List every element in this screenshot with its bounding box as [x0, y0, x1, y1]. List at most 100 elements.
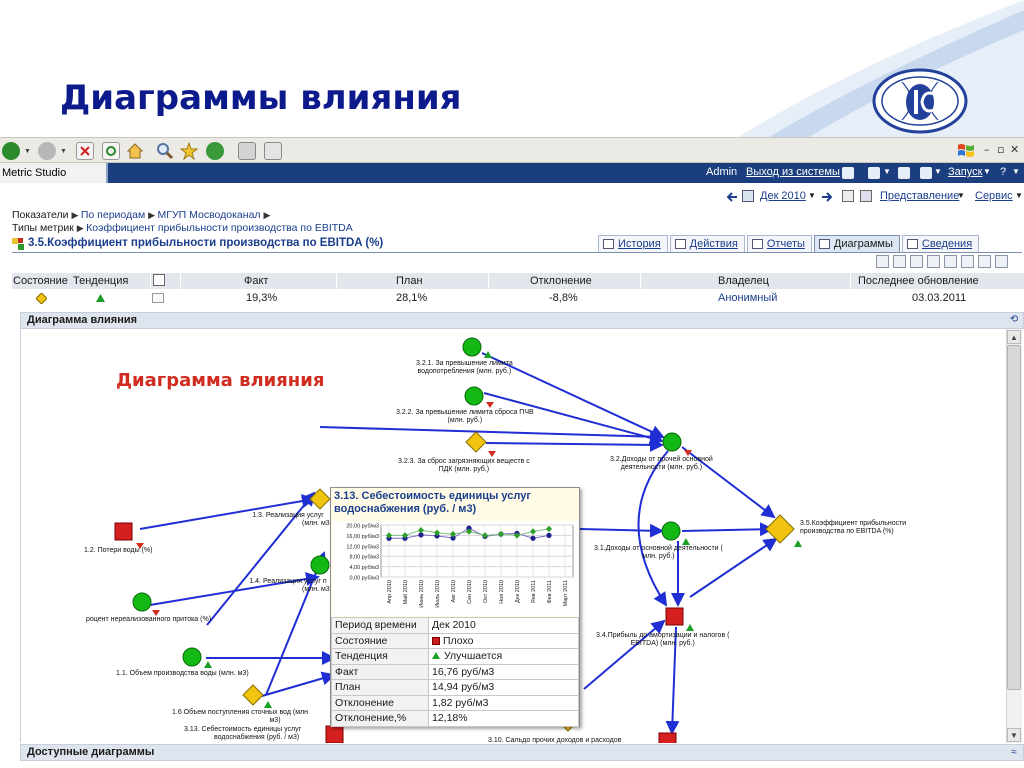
prev-period-icon[interactable] — [726, 190, 739, 202]
export-icon[interactable] — [860, 190, 872, 202]
label-line: 3.13. Себестоимость единицы услуг — [184, 726, 302, 733]
column-header-updated[interactable]: Последнее обновление — [858, 275, 979, 287]
logout-link[interactable]: Выход из системы — [746, 166, 840, 178]
close-icon[interactable]: ✕ — [1010, 143, 1020, 156]
node-good-icon[interactable] — [182, 647, 202, 667]
scroll-up-icon[interactable]: ▲ — [1007, 330, 1021, 344]
tab-details[interactable]: Сведения — [901, 235, 980, 252]
print-icon[interactable] — [238, 142, 256, 160]
home-nav-icon[interactable] — [868, 167, 880, 179]
settings-icon[interactable] — [995, 255, 1008, 268]
column-header-fact[interactable]: Факт — [244, 275, 269, 287]
collapse-icon[interactable]: ⟲ — [1009, 314, 1019, 325]
view-dropdown-icon[interactable]: ▼ — [957, 191, 965, 200]
favorites-icon[interactable] — [179, 141, 199, 161]
forward-icon[interactable] — [38, 142, 56, 160]
row-value: 14,94 руб/м3 — [428, 679, 579, 696]
stop-icon[interactable] — [76, 142, 94, 160]
breadcrumb-separator-icon: ▶ — [71, 210, 81, 220]
next-period-icon[interactable] — [820, 190, 833, 202]
info-dropdown-icon[interactable]: ▼ — [934, 167, 942, 176]
restore-icon[interactable]: ▫ — [997, 143, 1005, 156]
back-dropdown-icon[interactable]: ▼ — [24, 148, 31, 155]
table-row: Отклонение,%12,18% — [331, 710, 579, 727]
edit-icon[interactable] — [876, 255, 889, 268]
column-header-deviation[interactable]: Отклонение — [530, 275, 592, 287]
column-header-owner[interactable]: Владелец — [718, 275, 769, 287]
period-selector[interactable]: Дек 2010 — [760, 190, 806, 202]
available-diagrams-header[interactable]: Доступные диаграммы — [20, 744, 1024, 761]
view-menu[interactable]: Представление — [880, 190, 960, 202]
launch-menu[interactable]: Запуск — [948, 166, 983, 178]
service-dropdown-icon[interactable]: ▼ — [1015, 191, 1023, 200]
minimize-icon[interactable]: – — [984, 143, 990, 156]
scrollbar-thumb[interactable] — [1007, 345, 1021, 690]
label-line: 3.1.Доходы от основной деятельности ( — [594, 545, 723, 552]
node-warning-icon[interactable] — [309, 488, 331, 510]
tab-reports[interactable]: Отчеты — [746, 235, 812, 252]
column-header-trend[interactable]: Тенденция — [73, 275, 129, 287]
tab-diagrams[interactable]: Диаграммы — [813, 235, 900, 252]
node-good-icon[interactable] — [661, 521, 681, 541]
delete-icon[interactable] — [978, 255, 991, 268]
help-dropdown-icon[interactable]: ▼ — [1012, 167, 1020, 176]
node-warning-icon[interactable] — [465, 431, 487, 453]
calendar-icon[interactable] — [742, 190, 754, 202]
edge — [485, 437, 664, 452]
owner-link[interactable]: Анонимный — [718, 292, 778, 304]
print-page-icon[interactable] — [842, 190, 854, 202]
node-warning-icon[interactable] — [765, 514, 795, 544]
label-line: 3.2.2. За превышение лимита сброса ПЧВ — [396, 409, 534, 416]
node-bad-icon[interactable] — [665, 607, 684, 626]
info-icon[interactable] — [920, 167, 932, 179]
node-good-icon[interactable] — [462, 337, 482, 357]
list-view-icon[interactable] — [893, 255, 906, 268]
refresh-icon[interactable] — [102, 142, 120, 160]
breadcrumb-item[interactable]: По периодам — [80, 209, 146, 221]
node-good-icon[interactable] — [310, 555, 330, 575]
breadcrumb-item[interactable]: МГУП Мосводоканал — [157, 209, 261, 221]
tab-actions[interactable]: Действия — [669, 235, 745, 252]
trend-up-icon — [432, 652, 440, 660]
tab-history[interactable]: История — [598, 235, 668, 252]
back-icon[interactable] — [2, 142, 20, 160]
node-good-icon[interactable] — [132, 592, 152, 612]
app-header: Metric Studio Admin Выход из системы ▼ ▼… — [0, 163, 1024, 183]
move-icon[interactable] — [961, 255, 974, 268]
label-line: (млн. м3) — [302, 586, 333, 593]
breadcrumb-label: Показатели — [12, 209, 69, 221]
refresh-page-icon[interactable] — [842, 167, 854, 179]
column-header-status[interactable]: Состояние — [13, 275, 68, 287]
comment-icon[interactable] — [152, 293, 164, 303]
home-dropdown-icon[interactable]: ▼ — [883, 167, 891, 176]
edge — [265, 551, 326, 696]
node-good-icon[interactable] — [662, 432, 682, 452]
row-key: Отклонение — [331, 694, 429, 711]
node-warning-icon[interactable] — [242, 684, 264, 706]
scroll-down-icon[interactable]: ▼ — [1007, 728, 1021, 742]
back-nav-icon[interactable] — [898, 167, 910, 179]
history-icon[interactable] — [206, 142, 224, 160]
history-tab-icon — [603, 239, 614, 249]
edit-icon[interactable] — [264, 142, 282, 160]
period-dropdown-icon[interactable]: ▼ — [808, 191, 816, 200]
home-icon[interactable] — [126, 142, 144, 160]
breadcrumb-item[interactable]: Коэффициент прибыльности производства по… — [86, 222, 353, 234]
node-bad-icon[interactable] — [114, 522, 133, 541]
help-button[interactable]: ? — [1000, 166, 1007, 178]
node-bad-icon[interactable] — [325, 725, 344, 743]
launch-dropdown-icon[interactable]: ▼ — [983, 167, 991, 176]
link-icon[interactable] — [944, 255, 957, 268]
sort-icon[interactable] — [910, 255, 923, 268]
column-header-plan[interactable]: План — [396, 275, 423, 287]
add-icon[interactable] — [927, 255, 940, 268]
node-bad-icon[interactable] — [658, 732, 677, 743]
edge — [261, 671, 336, 697]
search-icon[interactable] — [156, 142, 174, 160]
node-good-icon[interactable] — [464, 386, 484, 406]
expand-icon[interactable]: ≈ — [1011, 747, 1017, 758]
forward-dropdown-icon[interactable]: ▼ — [60, 148, 67, 155]
service-menu[interactable]: Сервис — [975, 190, 1013, 202]
